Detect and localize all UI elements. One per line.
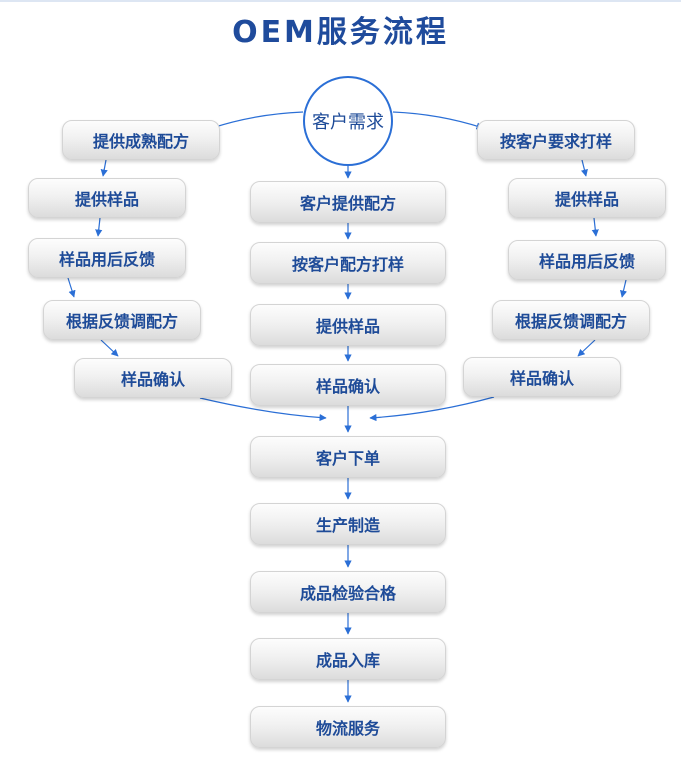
arrow-left-1 xyxy=(100,159,108,177)
bottom-step-4: 成品入库 xyxy=(250,638,446,680)
left-step-1: 提供成熟配方 xyxy=(62,120,220,160)
left-step-3: 样品用后反馈 xyxy=(28,238,186,278)
middle-step-3: 提供样品 xyxy=(250,304,446,346)
arrow-left-4 xyxy=(100,339,119,357)
arrow-right-1 xyxy=(580,159,588,177)
bottom-step-5: 物流服务 xyxy=(250,706,446,748)
arrow-right-3 xyxy=(619,279,627,298)
bottom-step-2: 生产制造 xyxy=(250,503,446,545)
left-step-4: 根据反馈调配方 xyxy=(43,300,201,340)
arrow-merge-right xyxy=(369,396,495,422)
arrow-center-to-left xyxy=(211,111,304,130)
right-step-5: 样品确认 xyxy=(463,357,621,397)
arrow-merge-left xyxy=(199,397,327,422)
top-divider xyxy=(0,0,681,2)
customer-demand-circle: 客户需求 xyxy=(303,76,393,166)
diagram-title: OEM服务流程 xyxy=(232,15,449,50)
middle-step-1: 客户提供配方 xyxy=(250,181,446,223)
middle-step-2: 按客户配方打样 xyxy=(250,242,446,284)
arrow-center-to-right xyxy=(392,111,484,130)
right-step-1: 按客户要求打样 xyxy=(477,120,635,160)
arrow-left-2 xyxy=(95,217,103,237)
middle-step-4: 样品确认 xyxy=(250,364,446,406)
right-step-3: 样品用后反馈 xyxy=(508,240,666,280)
bottom-step-3: 成品检验合格 xyxy=(250,571,446,613)
right-step-2: 提供样品 xyxy=(508,178,666,218)
right-step-4: 根据反馈调配方 xyxy=(492,300,650,340)
arrow-left-3 xyxy=(67,277,76,298)
arrow-right-4 xyxy=(577,339,596,357)
bottom-step-1: 客户下单 xyxy=(250,436,446,478)
left-step-2: 提供样品 xyxy=(28,178,186,218)
arrow-right-2 xyxy=(591,217,599,237)
left-step-5: 样品确认 xyxy=(74,358,232,398)
